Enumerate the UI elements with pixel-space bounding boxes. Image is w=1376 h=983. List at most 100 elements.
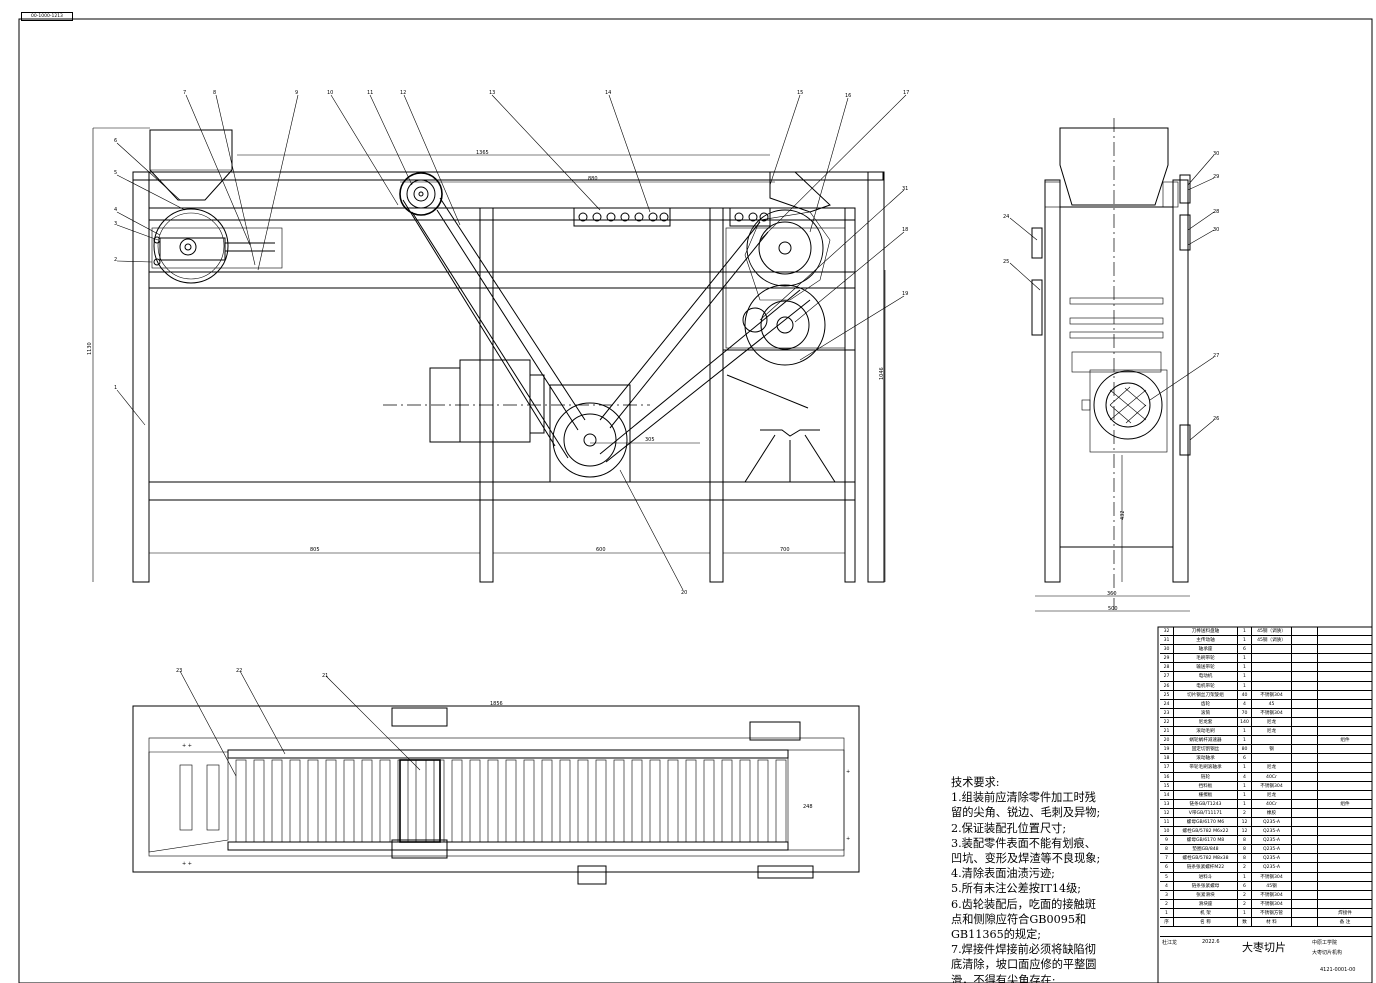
tech-line: 1.组装前应清除零件加工时残	[951, 791, 1096, 805]
dim-front-height-left: 1130	[87, 342, 93, 355]
bom-cell-qty: 1	[1238, 654, 1252, 663]
bom-cell-wt	[1292, 790, 1318, 799]
callout-2: 2	[114, 257, 117, 263]
drawing-code: 4121-0001-00	[1320, 967, 1356, 973]
callout-30-side: 30	[1213, 151, 1219, 157]
callout-23: 23	[176, 668, 182, 674]
bom-cell-no: 11	[1160, 817, 1174, 827]
bom-cell-mat: 尼龙	[1252, 717, 1292, 727]
roller	[559, 759, 571, 843]
bom-cell-no: 25	[1160, 690, 1174, 699]
bom-cell-qty: 80	[1238, 745, 1252, 754]
bom-cell-no: 6	[1160, 863, 1174, 872]
callout-12: 12	[400, 90, 406, 96]
bom-cell-mat: 不锈钢方管	[1252, 908, 1292, 917]
callout-20: 20	[681, 590, 687, 596]
bom-cell-name: 张紧滑块	[1174, 890, 1238, 899]
roller	[361, 759, 373, 843]
bom-cell-qty: 1	[1238, 790, 1252, 799]
callout-31: 31	[902, 186, 908, 192]
tech-line: 6.齿轮装配后，吃面的接触斑	[951, 897, 1096, 911]
tech-line: 3.装配零件表面不能有划痕、	[951, 836, 1096, 850]
bom-cell-no: 20	[1160, 736, 1174, 745]
bom-cell-no: 19	[1160, 745, 1174, 754]
bom-cell-mat: 钢	[1252, 745, 1292, 754]
bom-cell-name: 链条张紧螺杆M22	[1174, 863, 1238, 872]
bom-cell-qty: 1	[1238, 627, 1252, 636]
bom-cell-note	[1318, 891, 1372, 899]
bom-cell-no: 24	[1160, 699, 1174, 708]
bom-cell-no: 13	[1160, 799, 1174, 808]
bom-cell-mat: Q235-A	[1252, 836, 1292, 845]
roller	[433, 759, 445, 843]
bom-cell-no: 10	[1160, 827, 1174, 836]
sheet-border	[18, 18, 1373, 983]
upper-sprocket	[746, 209, 824, 287]
roller	[469, 759, 481, 843]
roller	[523, 759, 535, 843]
bom-cell-mat	[1252, 754, 1292, 763]
roller	[451, 759, 463, 843]
bom-cell-wt	[1292, 763, 1318, 772]
roller	[667, 759, 679, 843]
bom-cell-wt	[1292, 717, 1318, 727]
bom-cell-qty: 1	[1238, 663, 1252, 672]
dim-front-inner: 880	[588, 176, 598, 182]
bom-cell-mat	[1252, 654, 1292, 663]
bom-cell-no: 31	[1160, 636, 1174, 645]
bom-cell-wt	[1292, 918, 1318, 927]
bom-cell-qty: 1	[1238, 781, 1252, 790]
tech-line: 滑，不得有尖角存在;	[951, 973, 1056, 983]
callout-26: 26	[1213, 416, 1219, 422]
bom-cell-mat: Q235-A	[1252, 863, 1292, 872]
bom-cell-mat: 尼龙	[1252, 727, 1292, 736]
bom-cell-no: 23	[1160, 708, 1174, 717]
callout-27: 27	[1213, 353, 1219, 359]
tech-heading: 技术要求:	[951, 776, 1000, 789]
bom-cell-qty: 12	[1238, 827, 1252, 836]
bom-cell-name: 电动机	[1174, 672, 1238, 681]
bom-cell-wt	[1292, 636, 1318, 645]
bom-cell-name: 机 架	[1174, 908, 1238, 917]
bom-cell-name: 齿轮	[1174, 699, 1238, 708]
callout-7: 7	[183, 90, 186, 96]
roller	[703, 759, 715, 843]
bom-cell-note	[1318, 873, 1372, 881]
roller	[739, 759, 751, 843]
bom-cell-name: 进料斗	[1174, 872, 1238, 881]
roller	[541, 759, 553, 843]
bom-cell-no: 8	[1160, 845, 1174, 854]
hopper	[149, 129, 233, 201]
callout-4: 4	[114, 207, 117, 213]
bom-cell-note	[1318, 818, 1372, 826]
bom-cell-name: 带轮毛刷滚轴承	[1174, 763, 1238, 772]
bom-cell-name: 滚筒	[1174, 708, 1238, 717]
drawn-by: 杜江龙	[1162, 940, 1178, 946]
bom-cell-wt	[1292, 817, 1318, 827]
roller	[721, 759, 733, 843]
callout-16: 16	[845, 93, 851, 99]
side-motor-housing	[1093, 370, 1163, 440]
bom-cell-qty: 6	[1238, 645, 1252, 654]
bom-cell-mat: 45钢（调质）	[1252, 636, 1292, 645]
bom-cell-note	[1318, 882, 1372, 890]
roller	[415, 759, 427, 843]
tech-line: 5.所有未注公差按IT14级;	[951, 882, 1082, 896]
callout-8: 8	[213, 90, 216, 96]
bom-cell-no: 22	[1160, 717, 1174, 727]
roller	[757, 759, 769, 843]
drawing-subtitle: 大枣切片机构	[1312, 950, 1343, 956]
bom-cell-name: 刀棒送料盘轴	[1174, 627, 1238, 636]
bom-cell-note	[1318, 782, 1372, 790]
